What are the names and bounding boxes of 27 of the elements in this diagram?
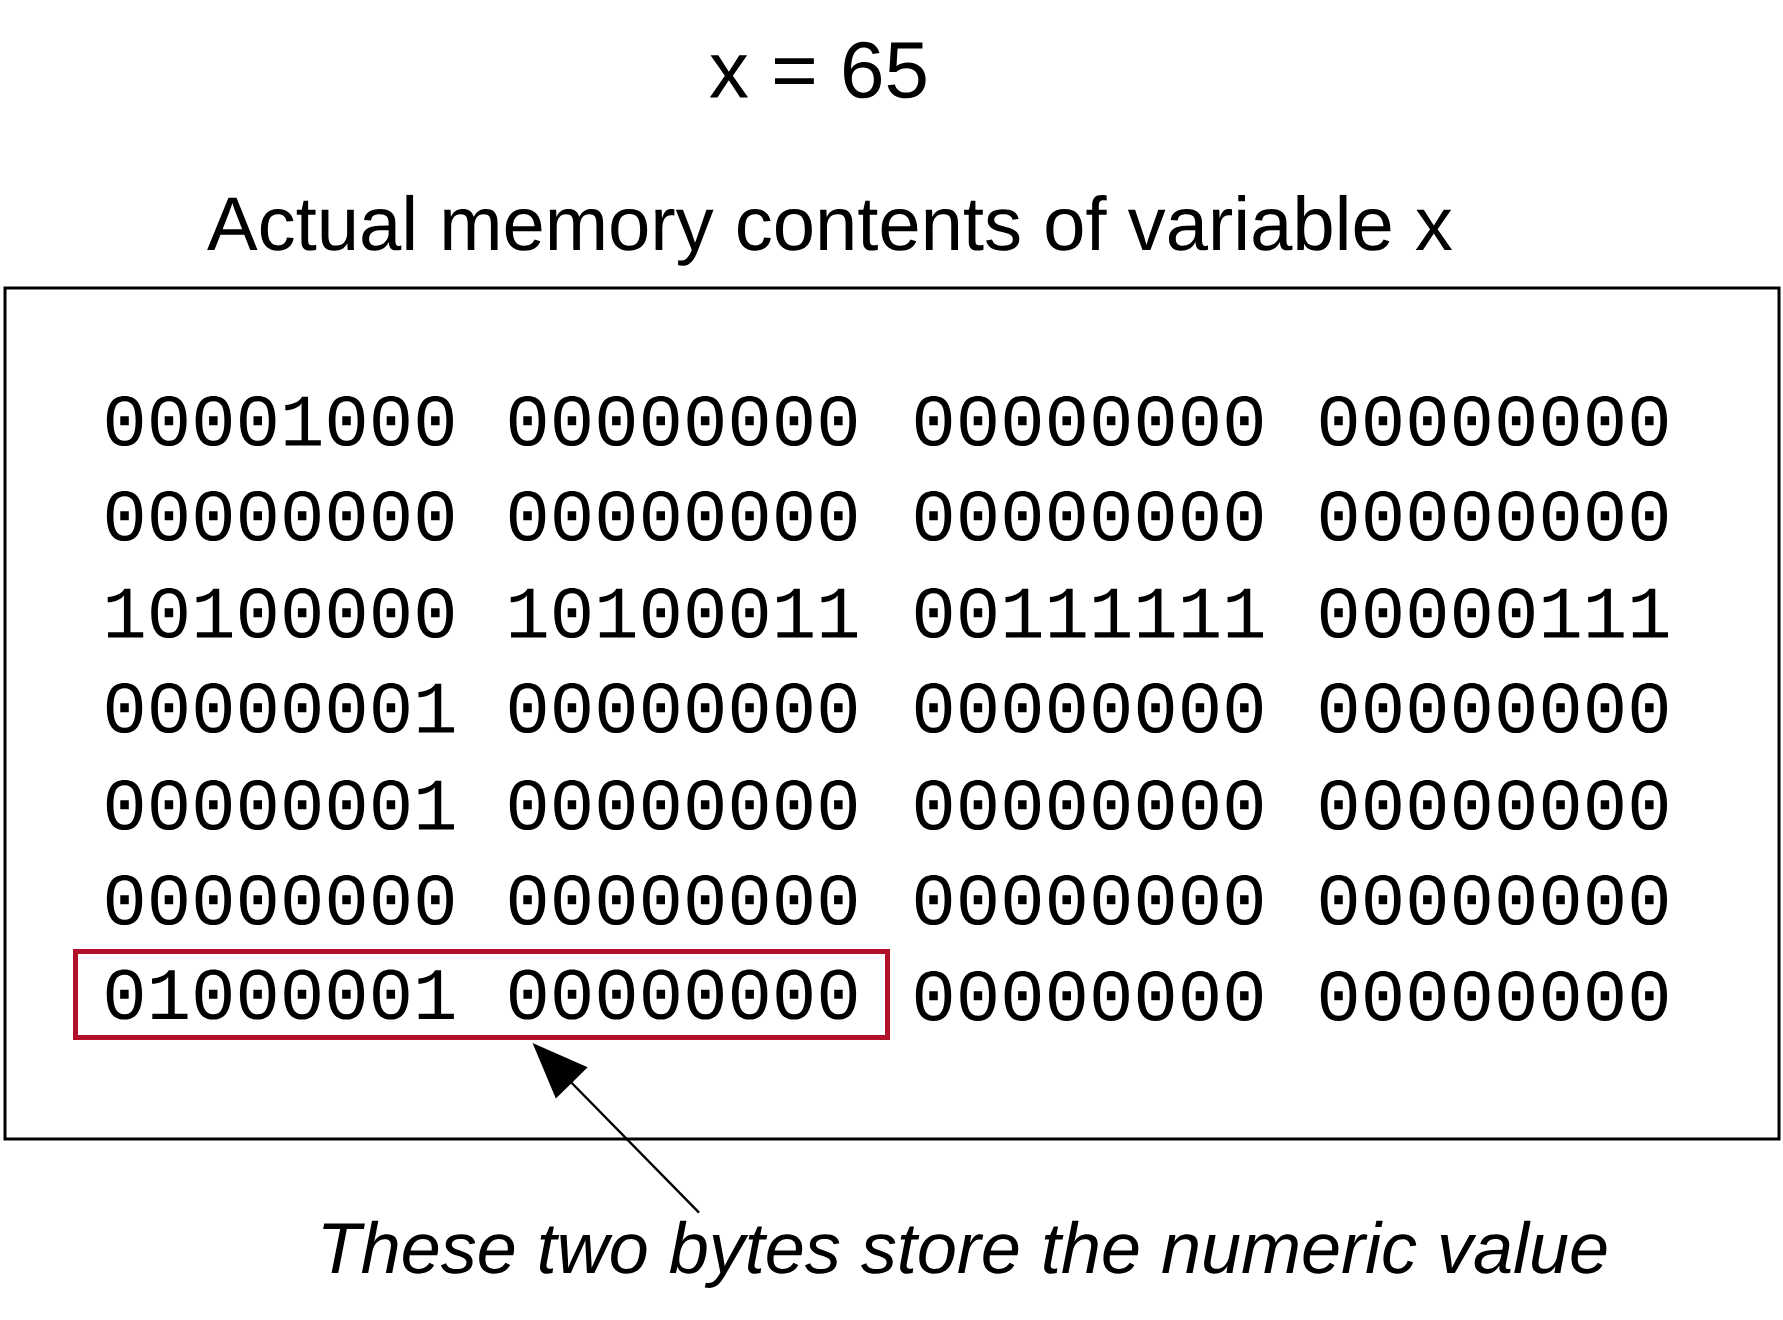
byte-value: 10100011 (510, 587, 857, 639)
byte-value: 00000001 (106, 682, 454, 734)
byte-value: 00000000 (509, 779, 856, 831)
byte-value: 00000000 (915, 874, 1262, 926)
byte-value: 00000000 (915, 682, 1262, 734)
byte-value: 00000111 (1320, 587, 1668, 639)
byte-value: 00000000 (915, 490, 1262, 542)
byte-value: 00000000 (509, 490, 856, 542)
byte-value: 00000000 (1320, 779, 1667, 831)
byte-value: 00000000 (915, 395, 1262, 447)
byte-value: 10100000 (107, 587, 453, 639)
byte-value: 00000000 (509, 395, 856, 447)
byte-value: 00000001 (106, 779, 454, 831)
byte-value: 00000000 (1320, 395, 1667, 447)
title: x = 65 (709, 41, 926, 99)
byte-value: 00000000 (915, 779, 1262, 831)
byte-value: 00000000 (1320, 490, 1667, 542)
byte-value: 00000000 (106, 490, 453, 542)
annotation: These two bytes store the numeric value (323, 1220, 1607, 1288)
byte-value: 00000000 (1320, 874, 1667, 926)
byte-value: 00000000 (1320, 970, 1667, 1022)
byte-value: 00000000 (509, 682, 856, 734)
byte-value: 00000000 (1320, 682, 1667, 734)
highlight-box: 01000001 00000000 (73, 949, 890, 1040)
byte-value: 00111111 (915, 587, 1263, 639)
box-heading: Actual memory contents of variable x (207, 194, 1453, 266)
byte-value: 00001000 (106, 395, 453, 447)
